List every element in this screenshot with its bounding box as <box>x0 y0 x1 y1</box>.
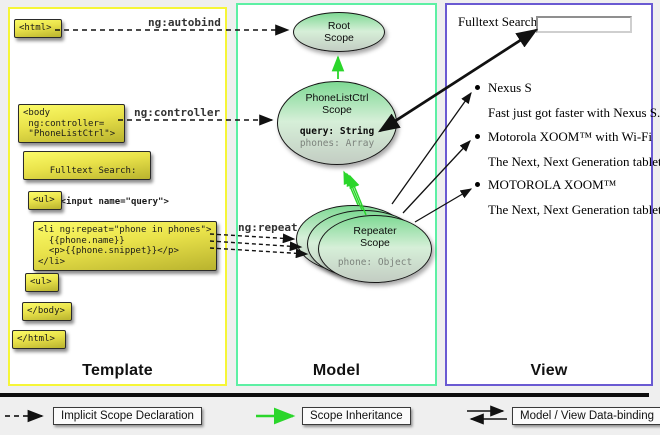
model-panel: Model <box>236 3 437 386</box>
view-item-description: Fast just got faster with Nexus S. <box>488 105 660 120</box>
repeat-label: ng:repeat <box>238 221 298 234</box>
view-item-nexus: Nexus S Fast just got faster with Nexus … <box>475 80 660 120</box>
view-item-title: MOTOROLA XOOM™ <box>488 177 617 192</box>
view-item-motorola-wifi: Motorola XOOM™ with Wi-Fi The Next, Next… <box>475 129 660 169</box>
code-html-open: <html> <box>14 19 62 38</box>
view-item-description: The Next, Next Generation tablet. <box>488 202 660 217</box>
code-body-close: </body> <box>22 302 72 321</box>
model-panel-label: Model <box>312 362 361 379</box>
phonelistctrl-query-prop: query: String <box>299 126 375 137</box>
view-item-description: The Next, Next Generation tablet. <box>488 154 660 169</box>
code-body-open: <body ng:controller= "PhoneListCtrl"> <box>18 104 125 143</box>
code-ul-close: <ul> <box>25 273 59 292</box>
view-item-motorola-xoom: MOTOROLA XOOM™ The Next, Next Generation… <box>475 177 660 217</box>
legend-implicit-scope-box: Implicit Scope Declaration <box>53 407 202 425</box>
code-fulltext-input: <input name="query"> <box>49 197 169 207</box>
code-li-repeat: <li ng:repeat="phone in phones"> {{phone… <box>33 221 217 271</box>
view-panel-label: View <box>530 362 568 379</box>
code-html-close: </html> <box>12 330 66 349</box>
bullet-icon <box>475 85 480 90</box>
repeater-scope-title: Repeater Scope <box>353 225 397 249</box>
phonelistctrl-phones-prop: phones: Array <box>299 138 375 149</box>
root-scope-ellipse: Root Scope <box>293 12 385 52</box>
bullet-icon <box>475 182 480 187</box>
repeater-phone-prop: phone: Object <box>337 257 413 268</box>
autobind-label: ng:autobind <box>148 16 221 29</box>
code-fulltext-label: Fulltext Search: <box>49 165 137 176</box>
view-item-title: Motorola XOOM™ with Wi-Fi <box>488 129 653 144</box>
controller-label: ng:controller <box>134 106 221 119</box>
bullet-icon <box>475 134 480 139</box>
template-panel-label: Template <box>82 362 153 379</box>
view-item-title: Nexus S <box>488 80 532 95</box>
legend-scope-inheritance-box: Scope Inheritance <box>302 407 411 425</box>
repeater-scope-ellipse-front: Repeater Scope phone: Object <box>318 215 432 283</box>
phonelistctrl-scope-title: PhoneListCtrl Scope <box>305 92 369 116</box>
fulltext-search-label: Fulltext Search: <box>458 14 541 29</box>
fulltext-search-input[interactable] <box>536 16 632 33</box>
code-fulltext: Fulltext Search: <input name="query"> <box>23 151 169 207</box>
legend-separator-line <box>0 393 649 397</box>
code-ul-open: <ul> <box>28 191 62 210</box>
root-scope-title: Root Scope <box>324 20 354 44</box>
phonelistctrl-scope-ellipse: PhoneListCtrl Scope query: String phones… <box>277 81 397 165</box>
legend-databinding-box: Model / View Data-binding <box>512 407 660 425</box>
